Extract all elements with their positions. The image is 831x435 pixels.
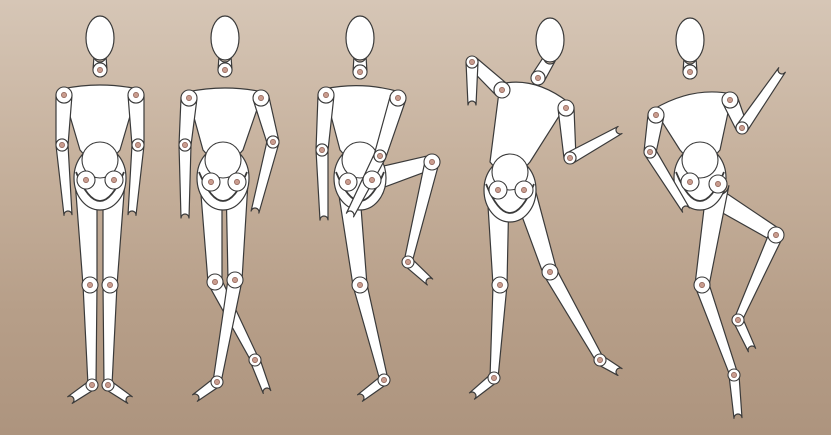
figure-drawing [450, 0, 640, 435]
right-shoulder-joint-dot [258, 95, 263, 100]
left-shin [734, 232, 782, 321]
mannequin-standing-icon [40, 0, 160, 435]
mannequin-knee-raise-icon [300, 0, 450, 435]
right-hip-joint-dot [715, 181, 720, 186]
right-elbow-joint-dot [135, 142, 140, 147]
right-knee-joint-dot [107, 282, 112, 287]
figure-drawing [165, 0, 285, 435]
right-knee-joint-dot [699, 282, 704, 287]
head [346, 16, 374, 60]
figure-drawing [40, 0, 160, 435]
right-ankle-joint-dot [214, 379, 219, 384]
right-ankle-joint-dot [731, 372, 736, 377]
head [536, 18, 564, 62]
right-shin [695, 283, 737, 377]
right-hip-joint-dot [111, 177, 116, 182]
right-ankle-joint-dot [597, 357, 602, 362]
left-elbow-joint-dot [647, 149, 652, 154]
left-ankle-joint-dot [89, 382, 94, 387]
left-elbow-joint-dot [182, 142, 187, 147]
right-forearm [737, 68, 785, 132]
left-ankle-joint-dot [491, 375, 496, 380]
right-elbow-joint-dot [377, 153, 382, 158]
right-hip-joint-dot [521, 187, 526, 192]
left-hip-joint-dot [495, 187, 500, 192]
left-shoulder-joint-dot [323, 92, 328, 97]
neck-joint-dot [535, 75, 540, 80]
mannequin-crossed-legs-icon [165, 0, 285, 435]
left-knee-joint-dot [773, 232, 778, 237]
left-elbow-joint-dot [469, 59, 474, 64]
left-ankle-joint-dot [252, 357, 257, 362]
right-knee-joint-dot [429, 159, 434, 164]
neck-joint-dot [97, 67, 102, 72]
left-shin [353, 283, 388, 381]
right-ankle-joint-dot [405, 259, 410, 264]
left-ankle-joint-dot [381, 377, 386, 382]
left-knee-joint-dot [87, 282, 92, 287]
right-shoulder-joint-dot [563, 105, 568, 110]
left-shoulder-joint-dot [186, 95, 191, 100]
head [676, 18, 704, 62]
left-shin [490, 285, 507, 379]
right-elbow-joint-dot [739, 125, 744, 130]
right-elbow-joint-dot [270, 139, 275, 144]
right-shin [103, 285, 117, 385]
left-hip-joint-dot [687, 179, 692, 184]
right-hip-joint-dot [234, 179, 239, 184]
right-shoulder-joint-dot [133, 92, 138, 97]
left-elbow-joint-dot [319, 147, 324, 152]
left-forearm [179, 145, 191, 218]
left-shoulder-joint-dot [653, 112, 658, 117]
right-shoulder-joint-dot [727, 97, 732, 102]
abdomen-joint [682, 142, 718, 178]
head [86, 16, 114, 60]
right-shin [544, 269, 604, 362]
left-elbow-joint-dot [59, 142, 64, 147]
right-knee-joint-dot [232, 277, 237, 282]
mannequin-kick-icon [450, 0, 640, 435]
neck-joint-dot [357, 69, 362, 74]
left-shoulder-joint-dot [499, 87, 504, 92]
right-knee-joint-dot [547, 269, 552, 274]
left-ankle-joint-dot [735, 317, 740, 322]
right-forearm [251, 141, 279, 213]
right-ankle-joint-dot [105, 382, 110, 387]
figure-drawing [630, 0, 820, 435]
head [211, 16, 239, 60]
figure-drawing [300, 0, 450, 435]
neck-joint-dot [687, 69, 692, 74]
left-forearm [316, 150, 328, 220]
neck-joint-dot [222, 67, 227, 72]
left-hip-joint-dot [208, 179, 213, 184]
right-forearm [128, 144, 144, 215]
left-knee-joint-dot [212, 279, 217, 284]
left-forearm [56, 144, 72, 215]
right-hip-joint-dot [369, 177, 374, 182]
right-elbow-joint-dot [567, 155, 572, 160]
left-knee-joint-dot [497, 282, 502, 287]
left-hip-joint-dot [83, 177, 88, 182]
mannequin-leap-icon [630, 0, 820, 435]
right-shoulder-joint-dot [395, 95, 400, 100]
left-hip-joint-dot [345, 179, 350, 184]
left-knee-joint-dot [357, 282, 362, 287]
left-shin [83, 285, 97, 385]
left-shoulder-joint-dot [61, 92, 66, 97]
